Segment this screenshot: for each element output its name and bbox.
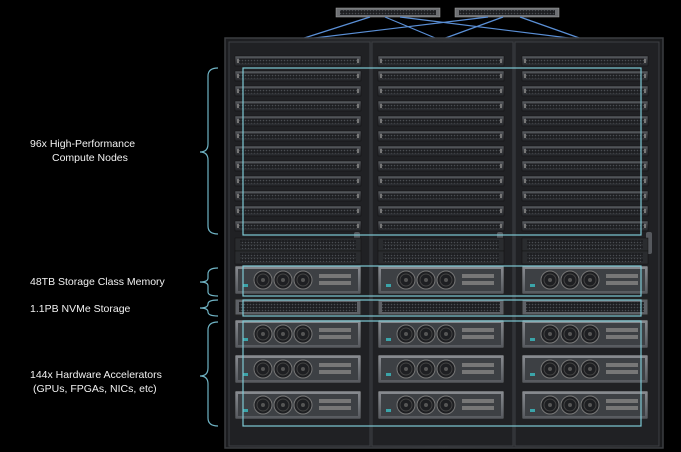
highlight-accelerators bbox=[242, 320, 642, 427]
label-nvme-storage: 1.1PB NVMe Storage bbox=[30, 302, 130, 316]
accelerator-units bbox=[235, 320, 648, 419]
highlight-nvme bbox=[242, 299, 642, 317]
network-links bbox=[297, 16, 586, 41]
label-storage-class-memory: 48TB Storage Class Memory bbox=[30, 275, 165, 289]
label-nvme-line1: 1.1PB NVMe Storage bbox=[30, 303, 131, 315]
network-switch-right bbox=[454, 7, 560, 18]
highlight-scm bbox=[242, 265, 642, 297]
label-compute-line1: 96x High-Performance bbox=[30, 138, 136, 150]
storage-class-memory-units bbox=[235, 266, 648, 294]
bracket-accelerators bbox=[199, 321, 219, 427]
bracket-nvme bbox=[199, 299, 219, 317]
highlight-compute bbox=[242, 67, 642, 236]
label-accel-line2: (GPUs, FPGAs, NICs, etc) bbox=[33, 383, 157, 395]
label-hardware-accelerators: 144x Hardware Accelerators (GPUs, FPGAs,… bbox=[30, 368, 162, 396]
bracket-scm bbox=[199, 267, 219, 297]
rack-switches bbox=[234, 237, 649, 265]
bracket-compute bbox=[199, 67, 219, 235]
label-compute-nodes: 96x High-Performance Compute Nodes bbox=[30, 137, 135, 165]
label-accel-line1: 144x Hardware Accelerators bbox=[30, 369, 162, 381]
nvme-storage-units bbox=[234, 298, 649, 316]
label-compute-line2: Compute Nodes bbox=[52, 152, 128, 164]
label-scm-line1: 48TB Storage Class Memory bbox=[30, 276, 165, 288]
network-switch-left bbox=[335, 7, 441, 18]
